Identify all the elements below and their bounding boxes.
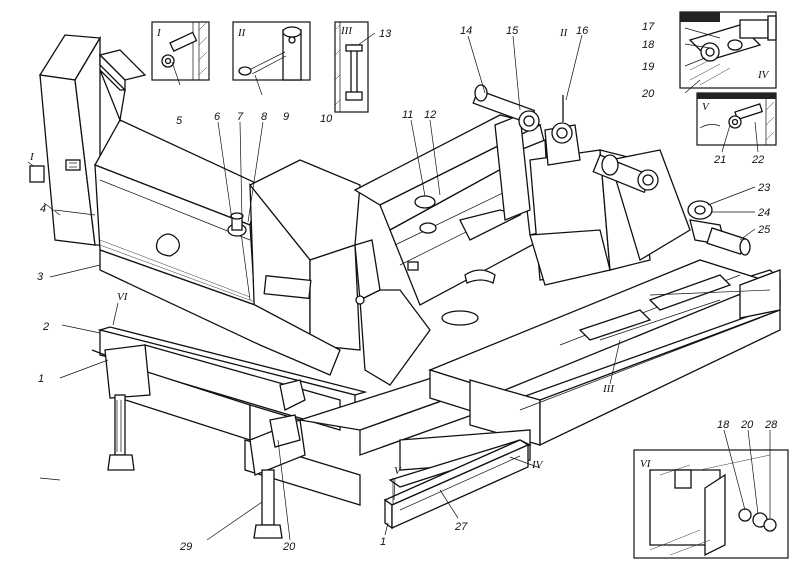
callout-20b: 20	[282, 541, 296, 553]
callout-3: 3	[37, 271, 44, 283]
callout-7: 7	[237, 111, 244, 123]
inset-view-IV	[679, 11, 777, 94]
callout-28: 28	[764, 419, 778, 431]
view-label-III: III	[602, 383, 615, 395]
callout-19: 19	[642, 61, 654, 73]
callout-6: 6	[214, 111, 221, 123]
front-right-jack	[249, 379, 306, 539]
callout-10: 10	[320, 113, 333, 125]
view-label-I: I	[29, 151, 35, 163]
callout-5: 5	[176, 115, 183, 127]
callout-14: 14	[460, 25, 472, 37]
callout-12: 12	[424, 109, 436, 121]
callout-9: 9	[283, 111, 289, 123]
inset-view-II	[232, 21, 311, 96]
callout-18: 18	[642, 39, 655, 51]
view-label-I-inset: I	[156, 27, 162, 39]
callout-16: 16	[576, 25, 589, 37]
view-label-VI: VI	[117, 291, 129, 303]
inset-view-I	[151, 21, 210, 86]
inset-view-III	[334, 21, 376, 113]
view-label-III-inset: III	[340, 25, 353, 37]
callout-20: 20	[641, 88, 655, 100]
callout-4: 4	[40, 203, 46, 215]
callout-21: 21	[713, 154, 726, 166]
front-left-jack	[91, 344, 151, 471]
inner-frame	[353, 84, 751, 326]
inset-view-VI	[633, 429, 789, 559]
callout-1b: 1	[380, 536, 386, 548]
callout-18b: 18	[717, 419, 730, 431]
callout-11: 11	[402, 109, 413, 121]
view-label-II-inset: II	[237, 27, 247, 39]
callout-29: 29	[179, 541, 192, 553]
callout-13: 13	[379, 28, 392, 40]
callout-17: 17	[642, 21, 655, 33]
callout-25: 25	[757, 224, 771, 236]
callout-20c: 20	[740, 419, 754, 431]
view-label-IV-inset: IV	[757, 69, 770, 81]
callout-8: 8	[261, 111, 268, 123]
view-label-II: II	[559, 27, 569, 39]
callout-23: 23	[757, 182, 771, 194]
inset-view-V	[696, 92, 777, 153]
leader-lines	[39, 34, 756, 541]
view-label-IV: IV	[531, 459, 544, 471]
housing-body	[38, 34, 431, 386]
callout-labels: 1 1 2 3 4 5 6 7 8 9 10 11 12 13 14 15 16…	[37, 21, 778, 553]
view-label-V: V	[394, 465, 402, 477]
callout-15: 15	[506, 25, 519, 37]
callout-1: 1	[38, 373, 44, 385]
callout-27: 27	[454, 521, 468, 533]
view-label-VI-inset: VI	[640, 458, 652, 470]
view-label-V-inset: V	[702, 101, 710, 113]
callout-2: 2	[42, 321, 49, 333]
callout-24: 24	[757, 207, 770, 219]
callout-22: 22	[751, 154, 764, 166]
view-labels: I I II II III III IV IV V V VI VI	[29, 25, 770, 477]
